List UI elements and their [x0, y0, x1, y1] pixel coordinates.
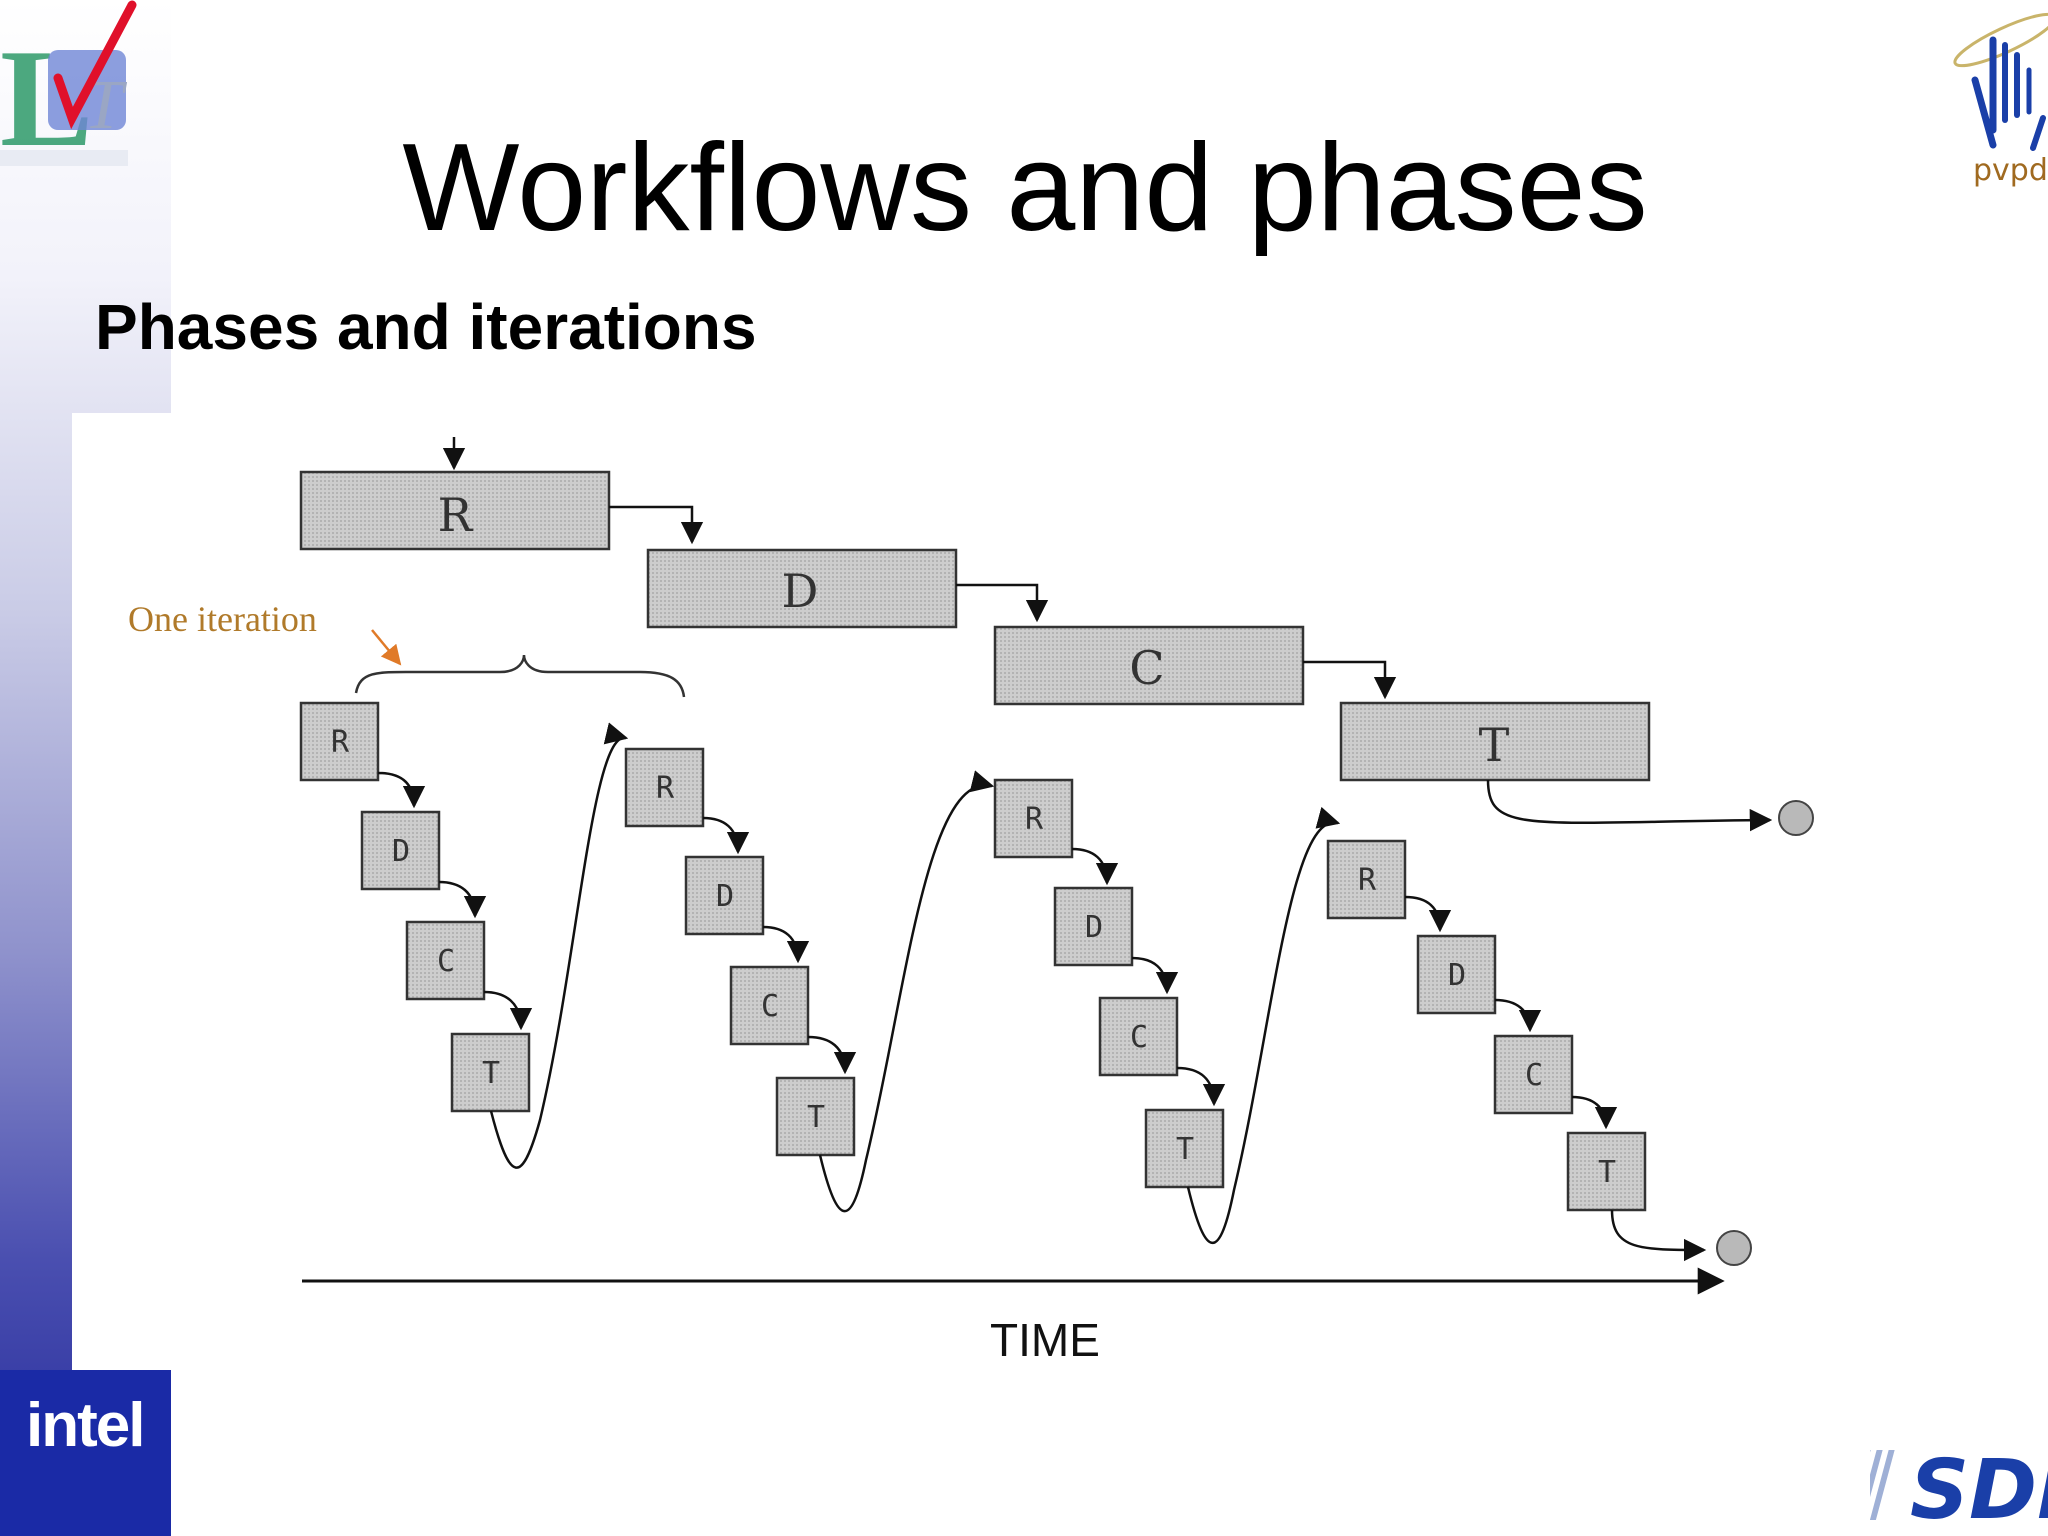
iteration-3: R D C T: [993, 778, 1341, 1244]
iteration-box-label: R: [1025, 802, 1044, 837]
sde-logo-text: SDE: [1910, 1443, 2048, 1536]
phase-connector-arrow: [1303, 660, 1397, 700]
iteration-2: R D C T: [624, 747, 995, 1213]
phase-box-label: D: [782, 564, 819, 618]
intel-logo: [0, 1370, 171, 1536]
iteration-4: R D C T: [1326, 839, 1752, 1266]
phase-connector-arrow: [956, 583, 1049, 623]
phase-box-label: C: [1129, 641, 1164, 695]
intel-logo-text: intel: [26, 1391, 145, 1460]
phase-end-node: [1778, 800, 1814, 836]
iteration-box-label: T: [1598, 1155, 1616, 1190]
iteration-box-label: D: [392, 834, 410, 869]
iteration-box-label: R: [331, 725, 350, 760]
iteration-box-label: T: [807, 1100, 825, 1135]
iteration-box-label: C: [437, 944, 455, 979]
slide-subtitle: Phases and iterations: [95, 291, 757, 363]
phase-box-d: D: [646, 548, 958, 629]
iteration-pointer-arrow: [371, 629, 402, 666]
phase-box-label: R: [438, 488, 474, 542]
iteration-box-label: D: [716, 879, 734, 914]
phase-box-t: T: [1339, 701, 1651, 782]
iteration-end-node: [1716, 1230, 1752, 1266]
iteration-box-label: R: [1358, 863, 1377, 898]
iteration-box-label: C: [1525, 1058, 1543, 1093]
iteration-box-label: R: [656, 771, 675, 806]
iteration-box-label: C: [1130, 1020, 1148, 1055]
iteration-box-label: D: [1085, 910, 1103, 945]
iteration-1: R D C T: [299, 701, 629, 1169]
sde-logo: SDE: [1870, 1443, 2048, 1536]
phase-box-r: R: [299, 470, 611, 551]
slide-title: Workflows and phases: [402, 119, 1648, 257]
iteration-box-label: C: [761, 989, 779, 1024]
iteration-box-label: T: [1176, 1132, 1194, 1167]
iteration-box-label: T: [482, 1056, 500, 1091]
phase-box-label: T: [1479, 718, 1510, 772]
phase-exit-arrow: [1486, 779, 1773, 832]
pvpd-logo: pvpd: [1953, 12, 2048, 188]
iteration-brace: [354, 654, 686, 698]
time-axis-label: TIME: [990, 1314, 1100, 1366]
iteration-annotation: One iteration: [128, 599, 317, 639]
phase-box-c: C: [993, 625, 1305, 706]
pvpd-logo-text: pvpd: [1973, 153, 2048, 188]
iteration-box-label: D: [1448, 958, 1466, 993]
phase-connector-arrow: [609, 505, 704, 545]
lt-logo: L T: [0, 0, 137, 175]
